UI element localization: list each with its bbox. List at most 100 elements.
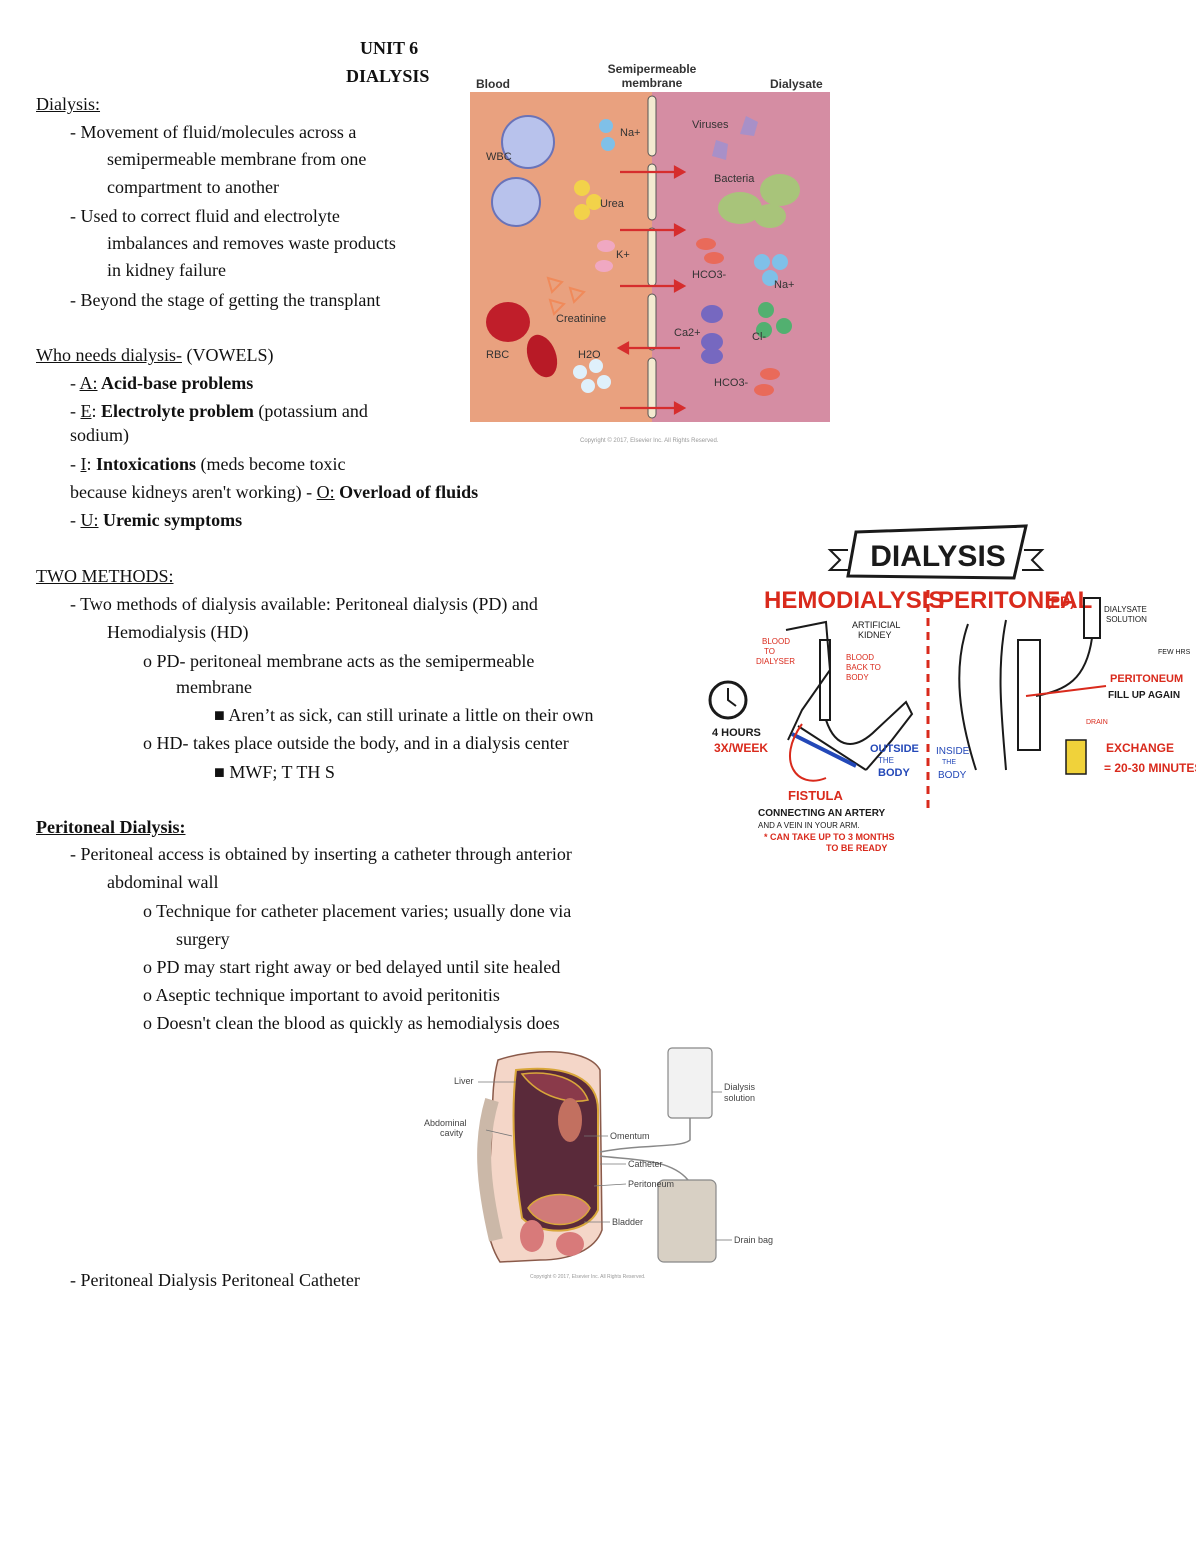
dialysis-line: - Used to correct fluid and electrolyte — [70, 206, 340, 226]
svg-text:BODY: BODY — [846, 673, 869, 682]
unit-title: UNIT 6 — [360, 38, 419, 58]
sketch-week: 3X/WEEK — [714, 741, 768, 755]
svg-text:BODY: BODY — [878, 767, 910, 779]
label-na: Na+ — [620, 127, 641, 139]
peritoneal-line: o Technique for catheter placement varie… — [143, 901, 572, 921]
peritoneal-line: abdominal wall — [107, 872, 219, 892]
dialysis-heading: Dialysis: — [36, 94, 101, 114]
peritoneal-heading: Peritoneal Dialysis: — [36, 817, 186, 837]
dialysis-line: - Beyond the stage of getting the transp… — [70, 290, 381, 310]
label-bacteria: Bacteria — [714, 173, 755, 185]
svg-text:BLOOD: BLOOD — [846, 653, 874, 662]
bladder — [527, 1193, 591, 1226]
sketch-fistula: FISTULA — [788, 788, 843, 803]
vowel-o: because kidneys aren't working) - O: Ove… — [70, 482, 479, 502]
peritoneal-footer-line: - Peritoneal Dialysis Peritoneal Cathete… — [70, 1270, 360, 1290]
svg-text:DRAIN: DRAIN — [1086, 719, 1108, 726]
vowel-i: - I: Intoxications (meds become toxic — [70, 454, 346, 474]
peritoneal-line: o Aseptic technique important to avoid p… — [143, 985, 500, 1005]
blood-compartment — [470, 92, 652, 422]
vowel-u: - U: Uremic symptoms — [70, 510, 243, 530]
label-drain-bag: Drain bag — [734, 1235, 773, 1245]
tubing — [599, 1118, 691, 1153]
hemo-drawing — [785, 620, 914, 771]
label-wbc: WBC — [486, 151, 512, 163]
dialysis-line: semipermeable membrane from one — [107, 149, 367, 169]
omentum — [558, 1098, 582, 1142]
svg-text:TO: TO — [764, 647, 775, 656]
label-membrane-2: membrane — [622, 76, 683, 90]
label-dialysis: Dialysis — [724, 1082, 756, 1092]
label-creatinine: Creatinine — [556, 313, 606, 325]
sketch-hemo: HEMODIALYSIS — [764, 587, 944, 614]
clock-icon — [708, 680, 748, 720]
dialysis-line: compartment to another — [107, 177, 279, 197]
vowel-e-cont: sodium) — [70, 425, 130, 445]
svg-text:BACK TO: BACK TO — [846, 663, 881, 672]
label-liver: Liver — [454, 1076, 474, 1086]
svg-text:EXCHANGE: EXCHANGE — [1106, 741, 1174, 755]
peritoneal-line: o Doesn't clean the blood as quickly as … — [143, 1013, 560, 1033]
label-urea: Urea — [600, 198, 625, 210]
svg-text:SOLUTION: SOLUTION — [1106, 615, 1147, 624]
svg-text:BODY: BODY — [938, 770, 967, 781]
label-peritoneum: Peritoneum — [628, 1179, 674, 1189]
sketch-title: DIALYSIS — [870, 540, 1006, 573]
rbc-cell — [486, 302, 530, 342]
label-cavity: cavity — [440, 1128, 464, 1138]
dialysis-line: in kidney failure — [107, 260, 226, 280]
label-k: K+ — [616, 249, 630, 261]
sketch-peri-pd: (PD) — [1046, 593, 1075, 609]
label-membrane-1: Semipermeable — [608, 62, 697, 76]
svg-text:FEW HRS: FEW HRS — [1158, 649, 1191, 656]
copyright-2: Copyright © 2017, Elsevier Inc. All Righ… — [530, 1273, 645, 1280]
dialysis-line: imbalances and removes waste products — [107, 233, 396, 253]
svg-text:DIALYSER: DIALYSER — [756, 657, 795, 666]
methods-line: membrane — [176, 677, 252, 697]
dialysis-line: - Movement of fluid/molecules across a — [70, 122, 357, 142]
peritoneal-line: o PD may start right away or bed delayed… — [143, 957, 561, 977]
copyright-1: Copyright © 2017, Elsevier Inc. All Righ… — [580, 437, 719, 444]
who-needs-heading: Who needs dialysis- (VOWELS) — [36, 345, 274, 365]
wbc-cell — [491, 177, 541, 227]
methods-line: ■ Aren’t as sick, can still urinate a li… — [214, 705, 594, 725]
membrane-wall — [647, 95, 657, 419]
label-na-2: Na+ — [774, 279, 795, 291]
methods-line: ■ MWF; T TH S — [214, 762, 335, 782]
sketch-peri: PERITONEAL — [938, 587, 1092, 614]
label-viruses: Viruses — [692, 119, 729, 131]
svg-text:INSIDE: INSIDE — [936, 746, 970, 757]
topic-title: DIALYSIS — [346, 66, 430, 86]
methods-line: o PD- peritoneal membrane acts as the se… — [143, 651, 535, 671]
dialysis-sketch: DIALYSIS HEMODIALYSIS PERITONEAL (PD) BL… — [708, 524, 1196, 853]
label-h2o: H2O — [578, 349, 601, 361]
label-hco3-b: HCO3- — [714, 377, 749, 389]
membrane-diagram: Blood Semipermeable membrane Dialysate W… — [470, 62, 830, 444]
label-omentum: Omentum — [610, 1131, 650, 1141]
vowel-e: - E: Electrolyte problem (potassium and — [70, 401, 368, 421]
sketch-hours: 4 HOURS — [712, 727, 761, 739]
label-solution: solution — [724, 1093, 755, 1103]
peritoneal-anatomy: Liver Abdominal cavity Omentum Catheter … — [424, 1047, 773, 1280]
svg-text:DIALYSATE: DIALYSATE — [1104, 605, 1147, 614]
label-cl: Cl- — [752, 331, 766, 343]
svg-text:KIDNEY: KIDNEY — [858, 630, 892, 640]
two-methods-heading: TWO METHODS: — [36, 566, 174, 586]
dialysis-solution-bag — [667, 1047, 713, 1119]
methods-line: Hemodialysis (HD) — [107, 622, 249, 642]
svg-text:AND A VEIN IN YOUR ARM.: AND A VEIN IN YOUR ARM. — [758, 821, 860, 830]
vowel-a: - A: Acid-base problems — [70, 373, 254, 393]
svg-text:= 20-30 MINUTES: = 20-30 MINUTES — [1104, 761, 1196, 775]
svg-text:BLOOD: BLOOD — [762, 637, 790, 646]
rbc-cell — [526, 334, 558, 378]
diffusion-arrows — [616, 165, 687, 415]
methods-line: - Two methods of dialysis available: Per… — [70, 594, 538, 614]
label-blood: Blood — [476, 77, 510, 91]
label-rbc: RBC — [486, 349, 509, 361]
svg-text:* CAN TAKE UP TO 3 MONTHS: * CAN TAKE UP TO 3 MONTHS — [764, 832, 895, 842]
svg-text:OUTSIDE: OUTSIDE — [870, 743, 919, 755]
label-dialysate: Dialysate — [770, 77, 823, 91]
svg-text:TO BE READY: TO BE READY — [826, 843, 887, 853]
sketch-banner — [846, 524, 1028, 580]
wbc-cell — [501, 115, 555, 169]
